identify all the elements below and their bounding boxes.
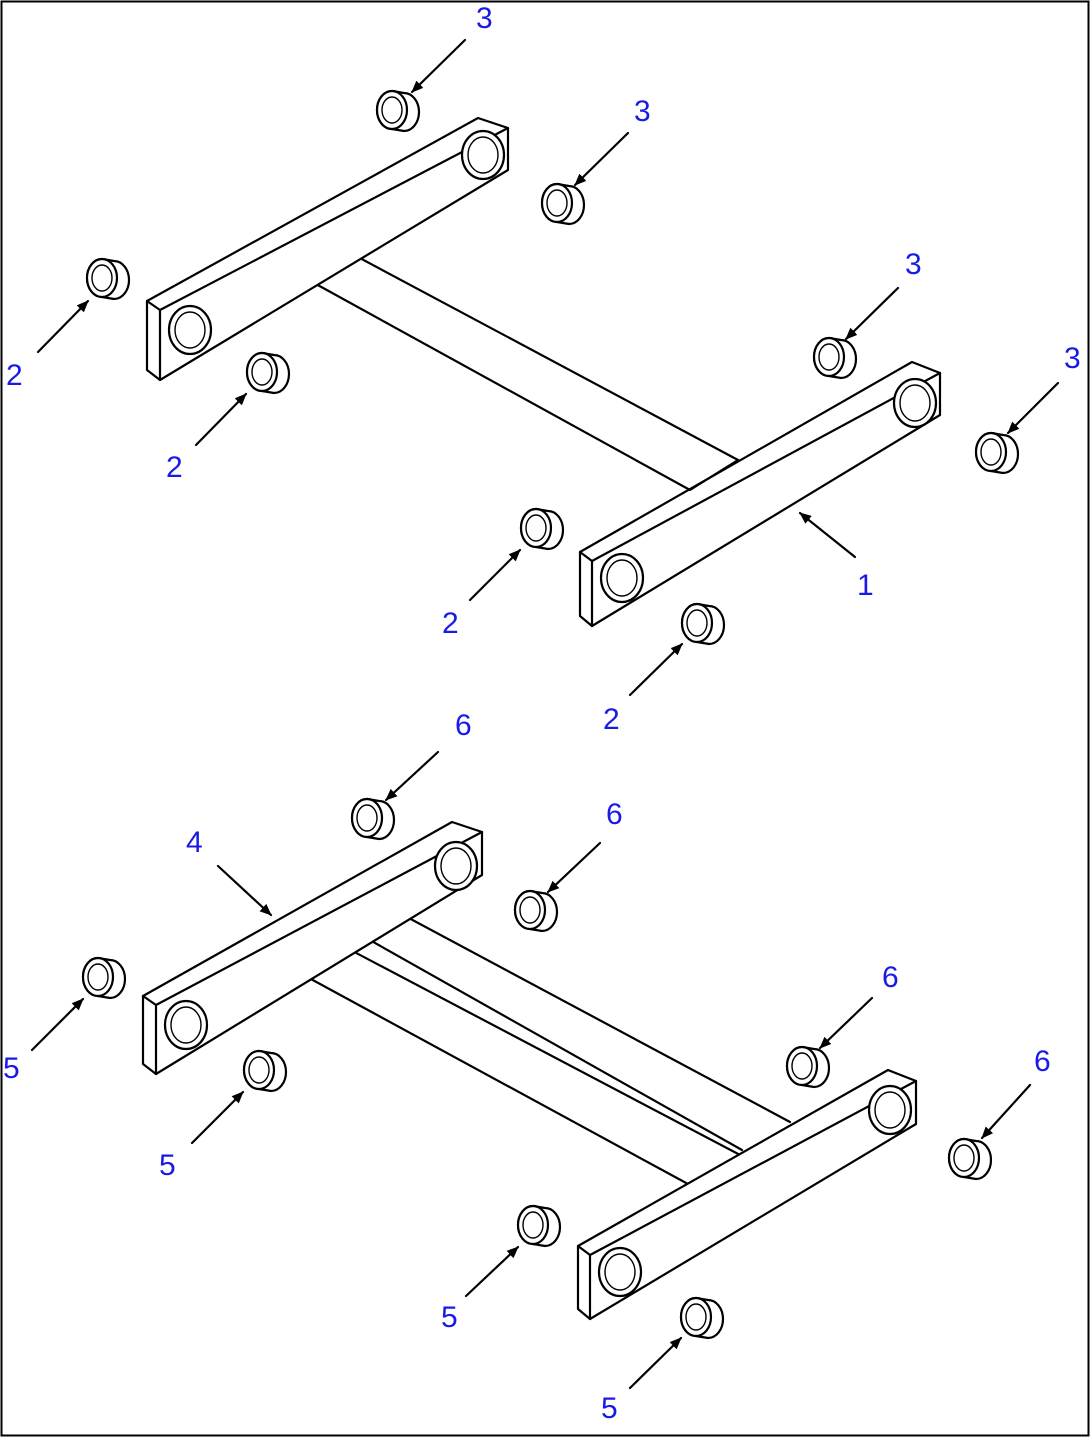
callout-6: 6 <box>882 961 899 994</box>
bushing-6c <box>785 1045 831 1089</box>
bushing-5d <box>679 1296 725 1340</box>
lower-leader-arrows <box>30 750 1032 1390</box>
callout-labels: 3 3 3 3 2 2 2 2 1 6 6 6 6 4 5 5 5 5 <box>3 2 1081 1425</box>
lower-bushings <box>81 797 993 1340</box>
callout-5: 5 <box>159 1149 176 1182</box>
upper-frame-assembly <box>145 116 942 628</box>
upper-leader-arrows <box>36 38 1060 697</box>
bushing-5c <box>516 1204 562 1248</box>
upper-shaft <box>303 225 740 492</box>
callout-6: 6 <box>606 798 623 831</box>
callout-4: 4 <box>186 826 203 859</box>
bushing-2d <box>680 602 726 646</box>
callout-6: 6 <box>1034 1045 1051 1078</box>
bushing-3d <box>974 431 1020 475</box>
bushing-2a <box>85 257 131 301</box>
callout-3: 3 <box>634 95 651 128</box>
bushing-6b <box>513 889 559 933</box>
upper-left-link-plate <box>145 116 510 382</box>
bushing-3b <box>540 182 586 226</box>
callout-5: 5 <box>441 1301 458 1334</box>
callout-5: 5 <box>3 1052 20 1085</box>
bushing-3a <box>375 89 421 133</box>
bushing-2c <box>519 507 565 551</box>
lower-left-link-plate <box>141 820 484 1076</box>
callout-2: 2 <box>442 607 459 640</box>
bushing-6d <box>947 1137 993 1181</box>
callout-3: 3 <box>476 2 493 35</box>
callout-2: 2 <box>166 451 183 484</box>
callout-2: 2 <box>603 703 620 736</box>
upper-bushings <box>85 89 1020 646</box>
bushing-5a <box>81 956 127 1000</box>
callout-5: 5 <box>601 1392 618 1425</box>
callout-6: 6 <box>455 709 472 742</box>
bushing-6a <box>350 797 396 841</box>
callout-2: 2 <box>6 359 23 392</box>
bushing-3c <box>812 336 858 380</box>
callout-3: 3 <box>1064 342 1081 375</box>
bushing-2b <box>245 351 291 395</box>
lower-frame-assembly <box>141 820 918 1321</box>
callout-1: 1 <box>857 569 874 602</box>
lower-right-link-plate <box>576 1068 918 1321</box>
upper-right-link-plate <box>578 360 942 628</box>
bushing-5b <box>242 1049 288 1093</box>
callout-3: 3 <box>905 248 922 281</box>
